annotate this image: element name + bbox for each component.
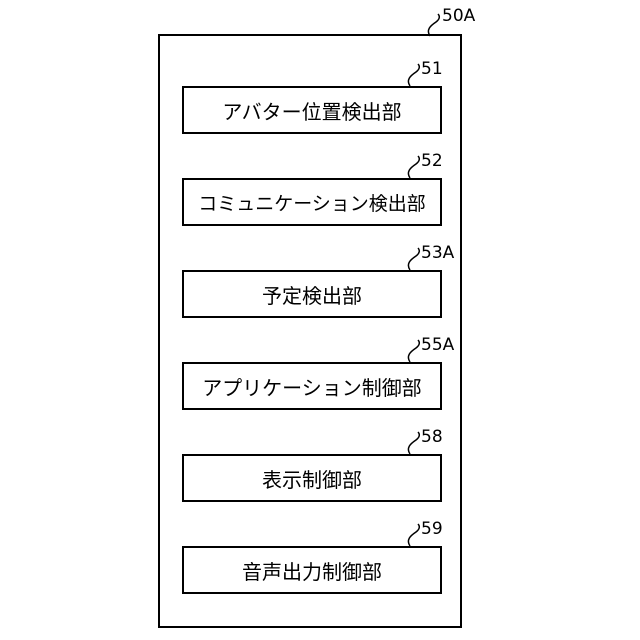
- leader-line-50a: [428, 14, 439, 36]
- block-ref-59: 59: [421, 521, 443, 538]
- container-ref-label: 50A: [442, 8, 475, 25]
- block-display-controller: 表示制御部: [182, 454, 442, 502]
- block-application-controller: アプリケーション制御部: [182, 362, 442, 410]
- block-schedule-detector: 予定検出部: [182, 270, 442, 318]
- block-communication-detector: コミュニケーション検出部: [182, 178, 442, 226]
- block-ref-51: 51: [421, 61, 443, 78]
- block-avatar-position-detector: アバター位置検出部: [182, 86, 442, 134]
- block-ref-55a: 55A: [421, 337, 454, 354]
- block-ref-52: 52: [421, 153, 443, 170]
- block-ref-53a: 53A: [421, 245, 454, 262]
- block-audio-output-controller: 音声出力制御部: [182, 546, 442, 594]
- block-ref-58: 58: [421, 429, 443, 446]
